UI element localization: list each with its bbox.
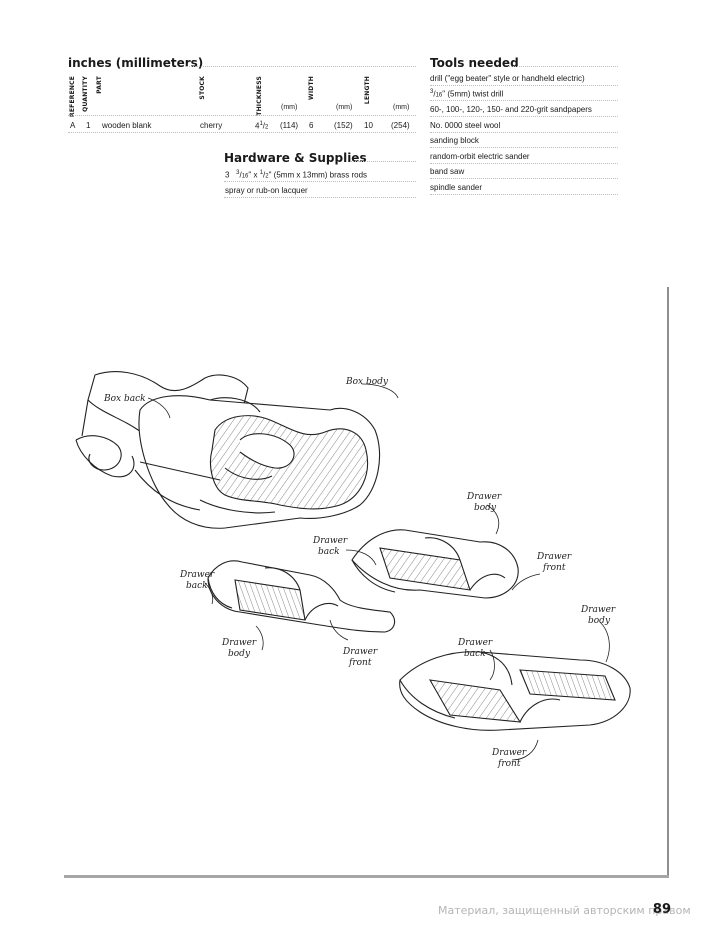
tools-rule-5	[430, 147, 618, 148]
label-d3-front-b: front	[497, 759, 521, 769]
tool-twist-drill: 3/16" (5mm) twist drill	[430, 89, 504, 99]
label-d1-body-a: Drawer	[466, 492, 502, 502]
label-d3-back-a: Drawer	[457, 638, 493, 648]
tools-title: Tools needed	[430, 56, 519, 70]
tools-rule-8	[430, 194, 618, 195]
label-d2-back-a: Drawer	[179, 570, 215, 580]
cell-stock: cherry	[200, 121, 223, 130]
tools-rule-4	[430, 132, 618, 133]
cut-list-title: inches (millimeters)	[68, 56, 204, 70]
label-d1-body-b: body	[474, 503, 497, 513]
tools-rule-6	[430, 163, 618, 164]
tool-band-saw: band saw	[430, 167, 465, 176]
panel-shadow-bottom	[64, 875, 669, 878]
col-width-mm: (mm)	[336, 104, 353, 111]
tools-rule-1	[430, 85, 618, 86]
hardware-title-rule	[350, 161, 416, 162]
hardware-rule-2	[224, 197, 416, 198]
cell-length-mm: (254)	[391, 121, 410, 130]
cell-width-mm: (152)	[334, 121, 353, 130]
twist-drill-text: " (5mm) twist drill	[442, 89, 504, 99]
thickness-whole: 4	[255, 121, 260, 131]
cell-width: 6	[309, 121, 314, 130]
cut-list-title-rule	[186, 66, 416, 67]
rod-description: " (5mm x 13mm) brass rods	[268, 170, 368, 180]
cell-part: wooden blank	[102, 121, 152, 130]
hardware-qty: 3	[225, 170, 230, 180]
col-length-mm: (mm)	[393, 104, 410, 111]
rod-separator: " x	[248, 170, 260, 180]
tools-rule-2	[430, 100, 618, 101]
rod-length-num: 1	[259, 170, 264, 176]
hardware-rule-1	[224, 181, 416, 182]
tool-spindle-sander: spindle sander	[430, 183, 483, 192]
twist-drill-den: 16	[435, 92, 443, 99]
copyright-watermark: Материал, защищенный авторским правом	[438, 904, 691, 917]
cell-thickness: 41/2	[255, 121, 269, 131]
cell-length: 10	[364, 121, 373, 130]
cell-quantity: 1	[86, 121, 91, 130]
hardware-item-brass-rods: 3 3/16" x 1/2" (5mm x 13mm) brass rods	[225, 170, 368, 180]
label-d3-body-b: body	[588, 616, 611, 626]
page-number: 89	[652, 902, 671, 917]
cell-thickness-mm: (114)	[280, 121, 299, 130]
label-box-back: Box back	[103, 394, 146, 404]
twist-drill-num: 3	[430, 89, 434, 95]
panel-shadow-right	[667, 287, 669, 877]
leader-lines	[147, 383, 610, 761]
rod-diameter-den: 16	[241, 173, 249, 180]
label-d3-body-a: Drawer	[580, 605, 616, 615]
tool-sandpapers: 60-, 100-, 120-, 150- and 220-grit sandp…	[430, 105, 592, 114]
tools-rule-3	[430, 116, 618, 117]
tool-steel-wool: No. 0000 steel wool	[430, 121, 501, 130]
drawer-3-part	[399, 651, 631, 731]
col-thickness-mm: (mm)	[281, 104, 298, 111]
drawer-2-part	[207, 560, 396, 633]
label-d2-front-b: front	[348, 658, 372, 668]
rod-diameter-num: 3	[236, 170, 240, 176]
label-d2-body-a: Drawer	[221, 638, 257, 648]
label-d2-body-b: body	[228, 649, 251, 659]
label-d1-front-b: front	[542, 563, 566, 573]
tools-title-rule	[508, 66, 618, 67]
label-d3-front-a: Drawer	[491, 748, 527, 758]
label-d2-back-b: back	[186, 581, 208, 591]
label-d1-back-b: back	[318, 547, 340, 557]
label-d2-front-a: Drawer	[342, 647, 378, 657]
hardware-item-lacquer: spray or rub-on lacquer	[225, 186, 308, 195]
label-d3-back-b: back	[464, 649, 486, 659]
label-d1-front-a: Drawer	[536, 552, 572, 562]
box-body-part	[134, 395, 381, 529]
rod-length-den: 2	[265, 173, 269, 180]
tool-orbit-sander: random-orbit electric sander	[430, 152, 530, 161]
cut-list-row-rule	[68, 132, 416, 133]
hardware-title: Hardware & Supplies	[224, 151, 367, 165]
thickness-numerator: 1	[259, 121, 263, 127]
tool-drill: drill ("egg beater" style or handheld el…	[430, 74, 585, 83]
tool-sanding-block: sanding block	[430, 136, 479, 145]
cut-list-header-rule	[68, 115, 416, 116]
label-box-body: Box body	[345, 377, 389, 387]
label-d1-back-a: Drawer	[312, 536, 348, 546]
tools-rule-7	[430, 178, 618, 179]
thickness-denominator: 2	[265, 124, 269, 131]
drawer-1-part	[351, 529, 519, 599]
cell-reference: A	[70, 121, 76, 130]
